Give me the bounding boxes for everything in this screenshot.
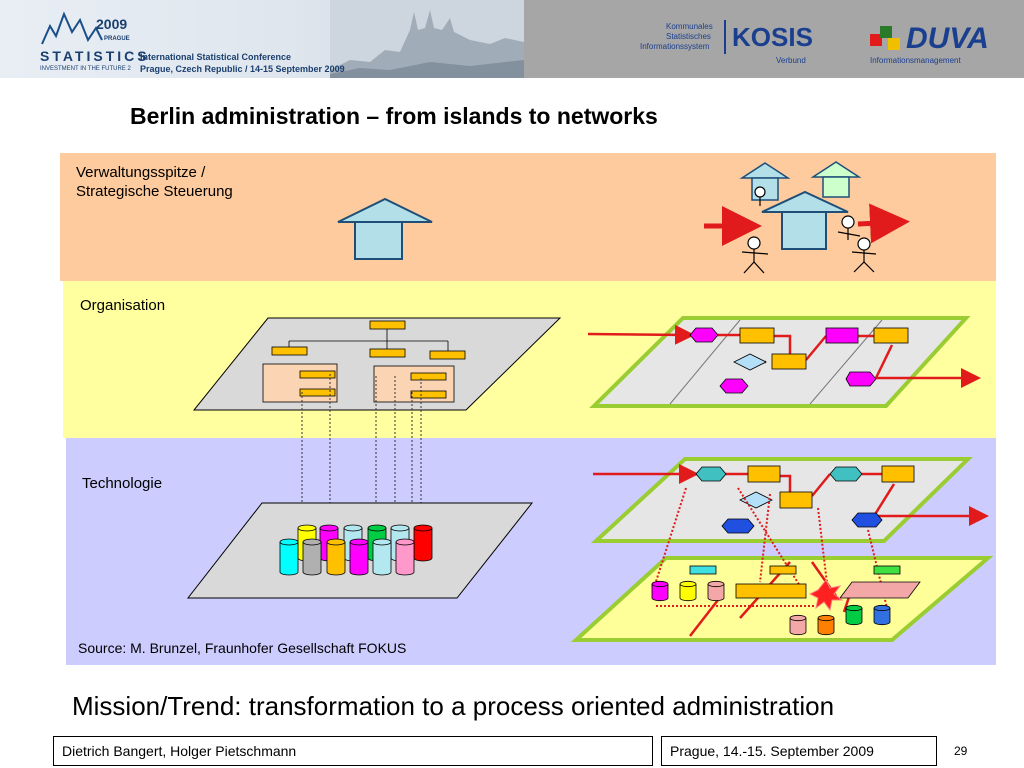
error-star-icon bbox=[808, 579, 844, 612]
band-management-label-2: Strategische Steuerung bbox=[76, 183, 233, 200]
house-icon-small-right bbox=[810, 161, 862, 198]
conference-title-2: Prague, Czech Republic / 14-15 September… bbox=[140, 64, 345, 74]
kosis-small-3: Informationssystem bbox=[640, 42, 710, 51]
kosis-sub: Verbund bbox=[776, 56, 806, 65]
conference-title-1: International Statistical Conference bbox=[140, 52, 292, 62]
conference-tagline: INVESTMENT IN THE FUTURE 2 bbox=[40, 66, 131, 72]
page-number: 29 bbox=[954, 744, 968, 758]
conference-name: STATISTICS bbox=[40, 48, 150, 64]
org-chart bbox=[262, 320, 466, 403]
kosis-small-2: Statistisches bbox=[666, 32, 711, 41]
person-icon-1 bbox=[741, 236, 769, 274]
duva-logo: DUVA bbox=[906, 22, 989, 55]
conference-year: 2009 bbox=[96, 16, 128, 32]
duva-sub: Informationsmanagement bbox=[870, 56, 961, 65]
partner-logos-area bbox=[524, 0, 1024, 78]
footer-place-date: Prague, 14.-15. September 2009 bbox=[670, 743, 874, 759]
source-note: Source: M. Brunzel, Fraunhofer Gesellsch… bbox=[78, 640, 407, 656]
mission-statement: Mission/Trend: transformation to a proce… bbox=[72, 691, 835, 721]
person-icon-4 bbox=[754, 186, 766, 206]
footer-authors-box: Dietrich Bangert, Holger Pietschmann bbox=[53, 736, 653, 766]
band-organisation-label: Organisation bbox=[80, 297, 166, 314]
arrow-out-top bbox=[857, 203, 910, 244]
database-cylinders bbox=[279, 524, 433, 576]
duva-logo-icon bbox=[870, 26, 900, 50]
band-technology-label: Technologie bbox=[82, 475, 163, 492]
house-icon-center bbox=[761, 190, 849, 250]
conference-city: PRAGUE bbox=[104, 36, 130, 42]
footer-place-box: Prague, 14.-15. September 2009 bbox=[661, 736, 937, 766]
statistics-logo-icon bbox=[41, 11, 103, 45]
person-icon-3 bbox=[837, 215, 861, 240]
kosis-logo: KOSIS bbox=[732, 22, 813, 52]
band-management-label-1: Verwaltungsspitze / bbox=[76, 164, 206, 181]
person-icon-2 bbox=[851, 237, 877, 273]
arrow-org-in bbox=[587, 324, 695, 345]
kosis-small-1: Kommunales bbox=[666, 22, 713, 31]
kosis-divider bbox=[724, 20, 726, 54]
infra-cylinders bbox=[651, 580, 891, 636]
slide-title: Berlin administration – from islands to … bbox=[130, 103, 658, 129]
house-icon-isolated bbox=[337, 197, 433, 260]
footer-authors: Dietrich Bangert, Holger Pietschmann bbox=[62, 743, 297, 759]
prague-skyline-image bbox=[330, 0, 524, 78]
header-banner: 2009 PRAGUE STATISTICS INVESTMENT IN THE… bbox=[0, 0, 1024, 80]
